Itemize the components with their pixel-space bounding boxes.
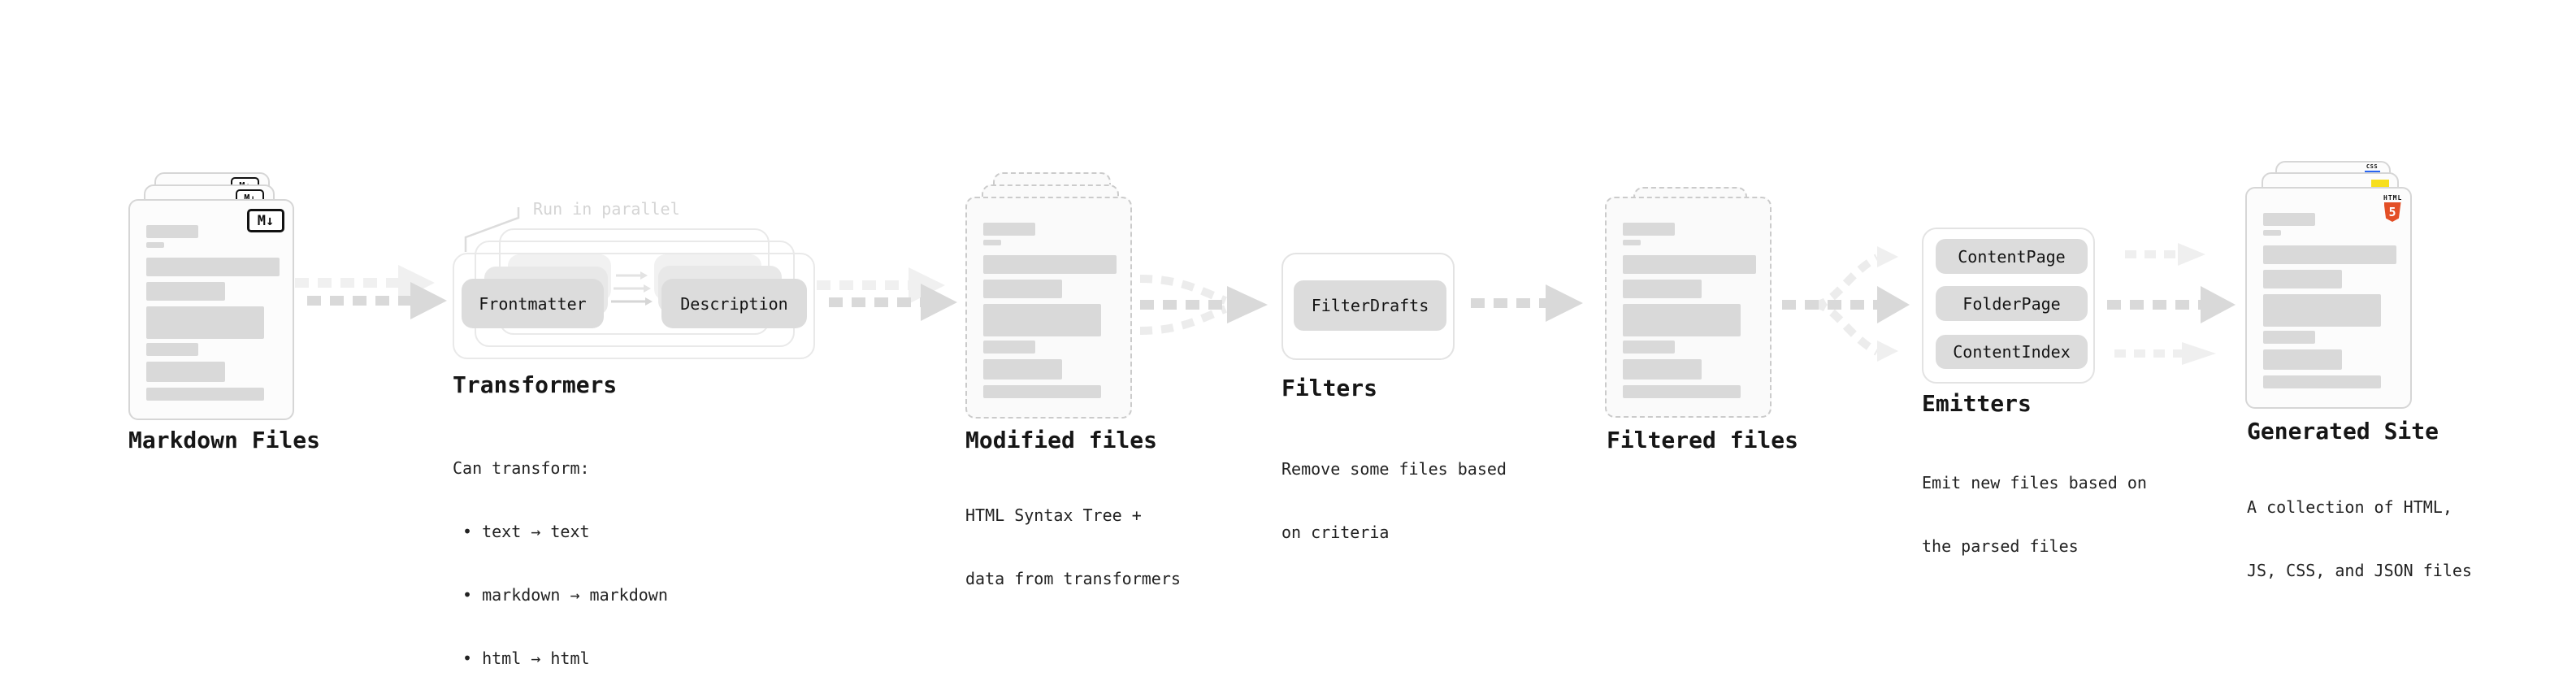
transformer-pill-frontmatter: Frontmatter (462, 279, 604, 328)
transformer-pill-description: Description (661, 279, 807, 328)
text-line-bar (146, 282, 225, 301)
annotation-leader-line (464, 207, 520, 252)
text-line-bar (1623, 385, 1741, 398)
filter-pill-filterdrafts: FilterDrafts (1294, 280, 1446, 331)
stage-description-line: • html → html (462, 648, 590, 668)
text-line-bar (983, 280, 1062, 298)
flow-arrow-filters-to-filtered (1471, 284, 1583, 322)
emitter-pill-folderpage: FolderPage (1936, 286, 2088, 321)
document-card (965, 197, 1132, 419)
stage-description-line: on criteria (1281, 523, 1390, 542)
text-line-bar (146, 388, 264, 401)
stage-description-line: the parsed files (1922, 536, 2079, 556)
stage-description: Can transform: • text → text • markdown … (453, 415, 668, 681)
text-line-bar (983, 304, 1101, 336)
text-line-bar (1623, 280, 1702, 298)
text-line-bar (1623, 359, 1702, 380)
text-line-bar (983, 359, 1062, 380)
text-line-bar (1623, 255, 1756, 274)
stage-description-line: Emit new files based on (1922, 473, 2147, 492)
flow-arrow-filtered-to-emitters (1782, 246, 1910, 362)
document-text-lines (146, 225, 280, 410)
flow-arrow-markdown-to-transformers (295, 265, 447, 319)
text-line-bar (2263, 213, 2315, 226)
stage-title: Emitters (1922, 390, 2032, 417)
text-line-bar (983, 385, 1101, 398)
text-line-bar (2263, 294, 2381, 327)
flow-arrow-transformers-to-modified (817, 267, 957, 321)
emitter-pill-contentindex: ContentIndex (1936, 335, 2088, 369)
stage-description-line: data from transformers (965, 569, 1181, 588)
text-line-bar (983, 223, 1035, 236)
stage-title: Transformers (453, 371, 618, 398)
stage-description: HTML Syntax Tree + data from transformer… (965, 462, 1181, 631)
text-line-bar (2263, 375, 2381, 388)
stage-title: Filters (1281, 375, 1378, 401)
flow-arrow-emitters-to-generated (2107, 243, 2236, 365)
text-line-bar (146, 362, 225, 382)
flow-arrow-modified-to-filters (1139, 275, 1268, 335)
text-line-bar (146, 306, 264, 339)
html5-icon: HTML 5 (2383, 194, 2401, 222)
text-line-bar (983, 240, 1001, 245)
text-line-bar (146, 242, 164, 248)
text-line-bar (2263, 331, 2315, 344)
text-line-bar (983, 340, 1035, 354)
text-line-bar (146, 225, 198, 238)
stage-description-line: • markdown → markdown (462, 585, 668, 605)
filters-box: FilterDrafts (1281, 253, 1455, 360)
document-text-lines (2263, 213, 2397, 399)
document-card (1605, 197, 1772, 418)
stage-description: Emit new files based on the parsed files (1922, 430, 2147, 599)
stage-title: Markdown Files (128, 427, 321, 453)
text-line-bar (2263, 270, 2342, 288)
document-text-lines (1623, 223, 1757, 408)
stage-description-line: Remove some files based (1281, 459, 1507, 479)
text-line-bar (2263, 349, 2342, 370)
emitters-box: ContentPage FolderPage ContentIndex (1922, 228, 2095, 384)
stage-description-line: • text → text (462, 522, 590, 541)
text-line-bar (983, 255, 1117, 274)
stage-description-line: A collection of HTML, (2247, 497, 2452, 517)
document-card: HTML 5 (2245, 187, 2412, 409)
text-line-bar (1623, 340, 1675, 354)
emitter-pill-contentpage: ContentPage (1936, 239, 2088, 274)
stage-description: A collection of HTML, JS, CSS, and JSON … (2247, 454, 2472, 623)
document-card: M↓ (128, 199, 294, 420)
stage-description-line: HTML Syntax Tree + (965, 505, 1142, 525)
text-line-bar (2263, 230, 2281, 236)
stage-description: Remove some files based on criteria (1281, 416, 1507, 585)
text-line-bar (1623, 304, 1741, 336)
text-line-bar (1623, 223, 1675, 236)
run-in-parallel-label: Run in parallel (533, 199, 680, 219)
stage-description-line: JS, CSS, and JSON files (2247, 561, 2472, 580)
markdown-icon: M↓ (247, 209, 284, 232)
stage-title: Modified files (965, 427, 1158, 453)
stage-title: Generated Site (2247, 418, 2439, 445)
stage-title: Filtered files (1607, 427, 1799, 453)
text-line-bar (146, 343, 198, 356)
text-line-bar (1623, 240, 1641, 245)
text-line-bar (146, 258, 280, 276)
stage-description-line: Can transform: (453, 458, 590, 478)
parallel-flow-arrows (611, 271, 653, 306)
parallel-container-front (453, 253, 815, 359)
document-text-lines (983, 223, 1117, 409)
text-line-bar (2263, 245, 2396, 264)
